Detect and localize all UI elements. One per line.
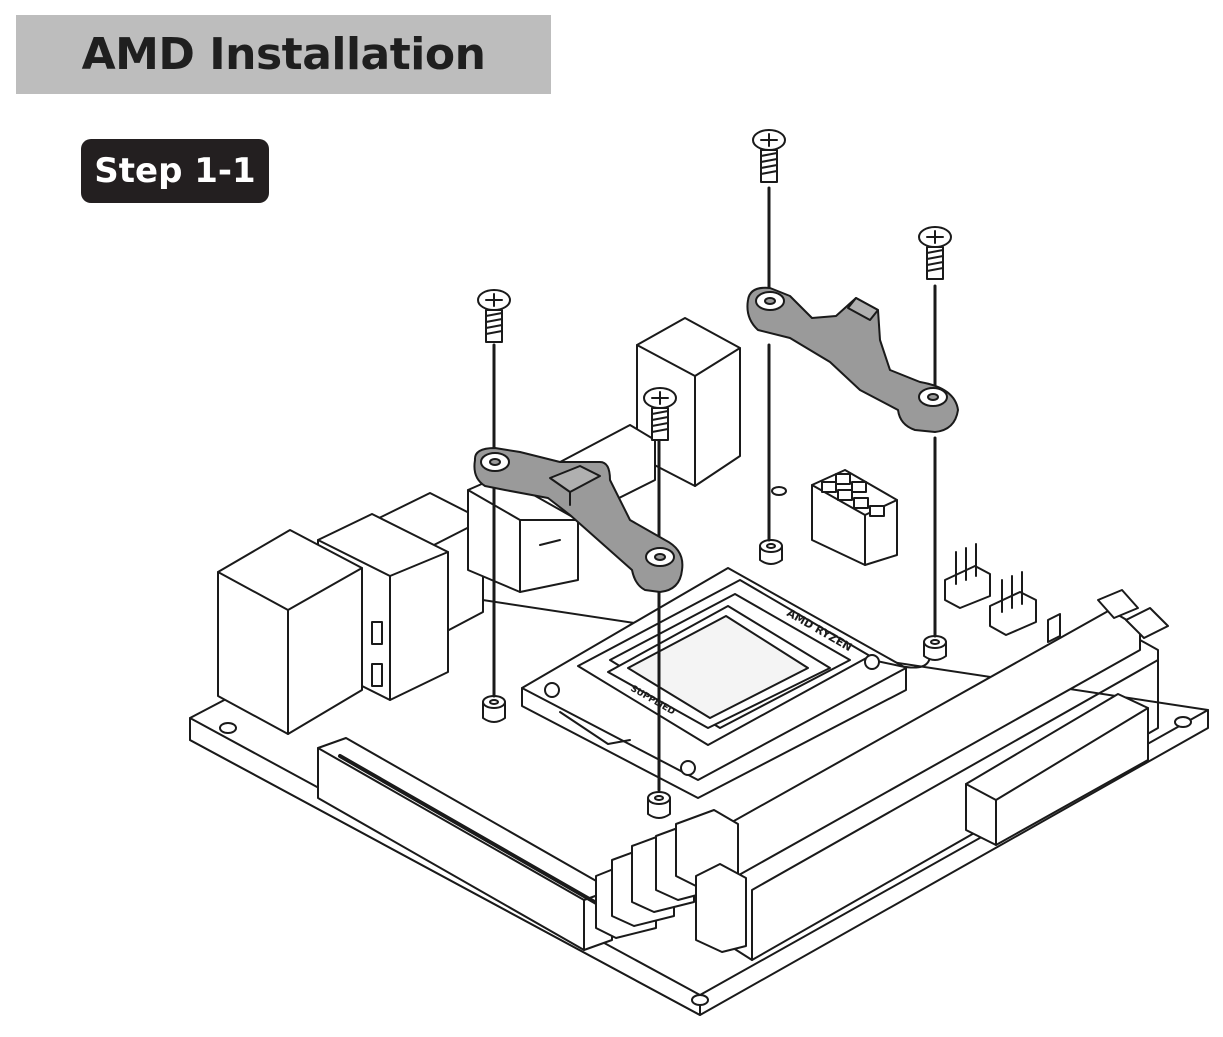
standoff-right — [923, 635, 947, 661]
mounting-bracket-left — [473, 447, 684, 593]
step-label: Step 1-1 — [94, 151, 256, 191]
fan-header-2 — [989, 571, 1037, 636]
alignment-lines — [492, 186, 937, 792]
title-banner: AMD Installation — [16, 15, 551, 94]
io-port-stack — [217, 317, 741, 735]
standoff-left — [482, 695, 506, 723]
screw-center — [643, 387, 677, 441]
atx-power-connector — [965, 693, 1149, 846]
step-badge: Step 1-1 — [81, 139, 269, 203]
cpu-power-connector — [811, 469, 898, 566]
cpu-socket: AMD RYZEN SUPPLIED — [521, 567, 931, 799]
screw-left — [477, 289, 511, 343]
screws — [477, 129, 952, 441]
sata-ports — [595, 809, 747, 953]
standoff-back — [759, 539, 783, 565]
fan-header-1 — [944, 543, 991, 609]
mounting-bracket-right — [746, 286, 959, 433]
standoff-front — [647, 791, 671, 819]
screw-top — [752, 129, 786, 183]
standoffs — [482, 539, 947, 819]
page-title: AMD Installation — [81, 29, 486, 80]
screw-right — [918, 226, 952, 280]
pcie-slot — [317, 737, 613, 951]
